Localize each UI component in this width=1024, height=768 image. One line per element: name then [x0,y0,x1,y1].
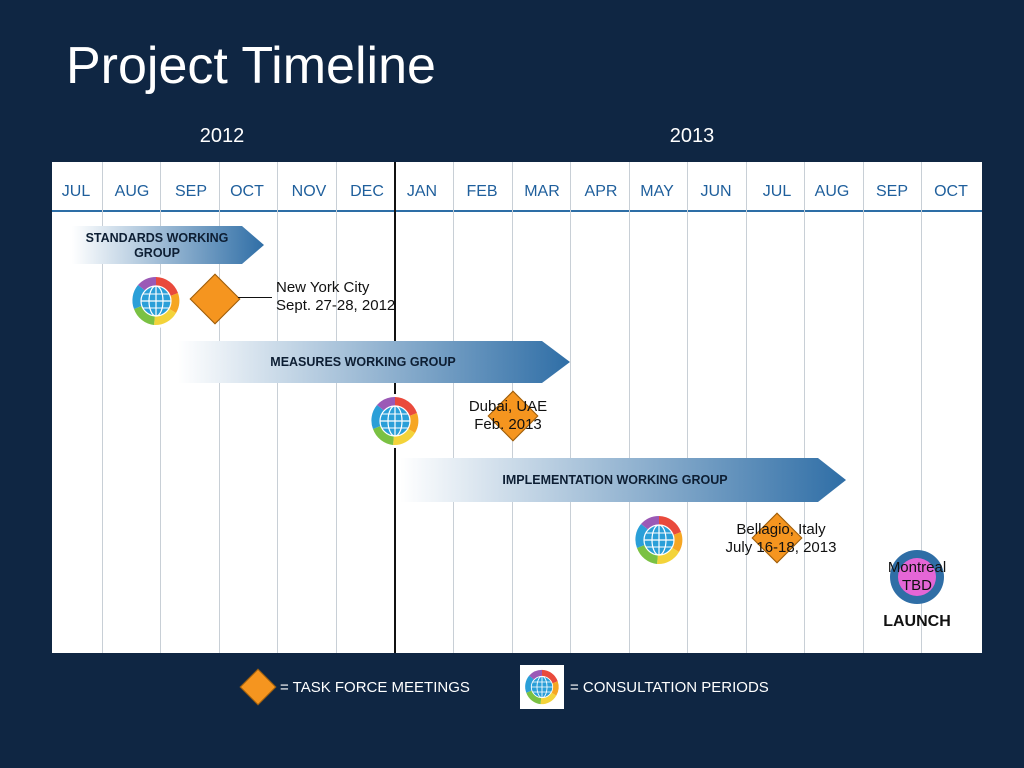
measures-working-group-label: MEASURES WORKING GROUP [270,355,456,369]
implementation-working-group-label: IMPLEMENTATION WORKING GROUP [502,473,728,487]
grid-line [687,162,688,653]
legend-globe-box [520,665,564,709]
grid-line [277,162,278,653]
consultation-globe-icon [631,512,687,568]
month-mar-2013: MAR [524,183,560,200]
meeting-montreal-date: TBD [902,577,932,594]
grid-line [921,162,922,653]
measures-working-group-arrow [178,341,570,383]
launch-circle-icon [890,550,944,604]
month-sep-2013: SEP [875,183,908,200]
month-oct-2012: OCT [230,183,264,200]
legend-diamond-icon [239,668,277,706]
meeting-montreal-city: Montreal [887,559,947,576]
month-sep-2012: SEP [174,183,207,200]
month-jun-2013: JUN [700,183,732,200]
legend-globe-icon [522,667,562,707]
grid-line [219,162,220,653]
meeting-dubai-city: Dubai, UAE [468,398,548,415]
legend-task-force-label: = TASK FORCE MEETINGS [280,679,470,696]
month-aug-2012: AUG [114,183,150,200]
grid-line [102,162,103,653]
grid-line [863,162,864,653]
consultation-globe-icon [367,393,423,449]
meeting-dubai-date: Feb. 2013 [474,416,542,433]
legend-consultation-label: = CONSULTATION PERIODS [570,679,769,696]
grid-line [336,162,337,653]
month-jul-2012: JUL [61,183,91,200]
standards-working-group-arrow [72,226,264,264]
month-aug-2013: AUG [814,183,850,200]
month-dec-2012: DEC [350,183,384,200]
month-feb-2013: FEB [466,183,498,200]
meeting-bellagio-city: Bellagio, Italy [736,521,826,538]
month-nov-2012: NOV [291,183,327,200]
implementation-working-group-arrow [400,458,846,502]
grid-line [746,162,747,653]
grid-line [160,162,161,653]
grid-line [570,162,571,653]
consultation-globe-icon [128,273,184,329]
month-header [52,162,982,212]
month-jan-2013: JAN [406,183,438,200]
meeting-nyc-date: Sept. 27-28, 2012 [276,297,396,314]
year-label-2013: 2013 [669,125,715,147]
grid-line [629,162,630,653]
callout-line [238,297,272,298]
year-label-2012: 2012 [199,125,245,147]
month-jul-2013: JUL [762,183,792,200]
meeting-bellagio-date: July 16-18, 2013 [725,539,837,556]
month-may-2013: MAY [640,183,674,200]
meeting-nyc-city: New York City [276,279,370,296]
month-apr-2013: APR [584,183,618,200]
grid-line [804,162,805,653]
month-oct-2013: OCT [934,183,968,200]
grid-line [453,162,454,653]
launch-label: LAUNCH [883,613,951,630]
standards-working-group-label: STANDARDS WORKING GROUP [85,231,229,260]
page-title: Project Timeline [66,37,436,95]
